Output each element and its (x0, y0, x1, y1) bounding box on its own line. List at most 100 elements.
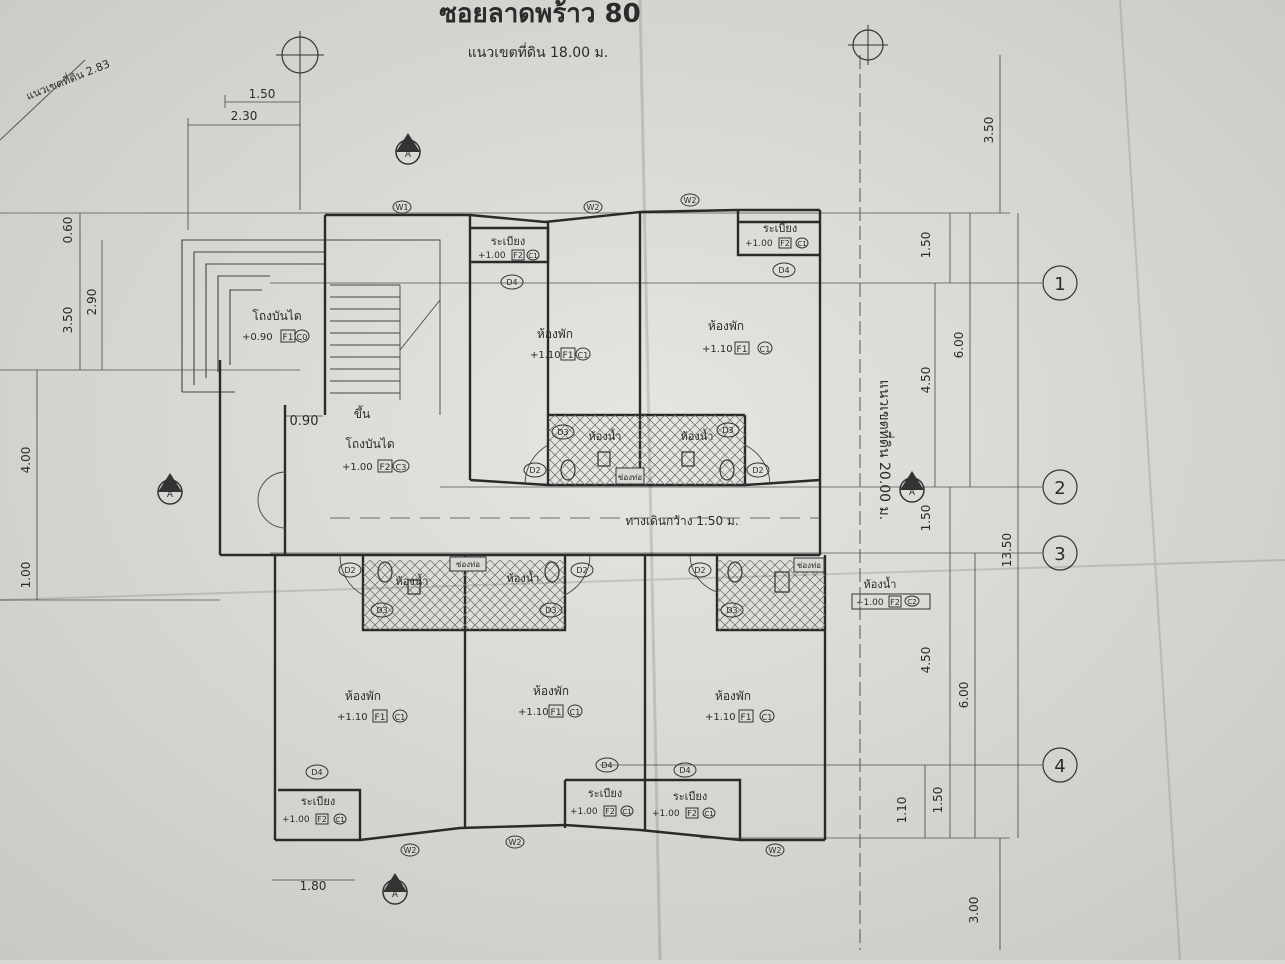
dim-right-c: 4.50 (919, 367, 933, 394)
dim-left-d: 4.00 (19, 447, 33, 474)
stair-up-label: ขึ้น (354, 405, 370, 421)
window-tag-w1: W1 (392, 200, 412, 214)
svg-text:+0.90: +0.90 (242, 332, 273, 343)
dimension-lines (36, 55, 1019, 950)
svg-text:C1: C1 (578, 351, 589, 360)
interior-stair (325, 239, 441, 415)
svg-text:F2: F2 (605, 807, 615, 816)
svg-text:W2: W2 (404, 846, 417, 855)
room-name-balcony-lm: ระเบียง (588, 787, 622, 800)
svg-text:C1: C1 (760, 345, 771, 354)
door-tag-d2: D2 (570, 562, 594, 578)
dim-left-a: 0.60 (61, 217, 75, 244)
grid-label-1: 1 (1054, 274, 1065, 295)
svg-text:+1.00: +1.00 (856, 598, 884, 608)
svg-text:F1: F1 (375, 713, 386, 723)
svg-text:D4: D4 (506, 278, 517, 287)
grid-bubble-1: 1 (1042, 265, 1078, 301)
door-tag-d3: D3 (551, 424, 575, 440)
dim-top-a: 1.50 (249, 87, 276, 101)
dim-stair-gap: 0.90 (290, 414, 319, 429)
window-tag-w2: W2 (583, 200, 603, 214)
svg-text:F2: F2 (780, 239, 790, 248)
svg-text:C1: C1 (704, 810, 713, 818)
drawing-title: ซอยลาดพร้าว 80 (439, 0, 640, 29)
room-name-balcony-ll: ระเบียง (301, 795, 335, 808)
window-tag-w2: W2 (680, 193, 700, 207)
room-name-bath-l1: ห้องน้ำ (396, 573, 429, 588)
dim-right-f: 4.50 (919, 647, 933, 674)
grid-bubble-3: 3 (1042, 535, 1078, 571)
window-tag-w2: W2 (400, 843, 420, 857)
dim-right-e: 1.50 (919, 505, 933, 532)
door-swings (257, 444, 771, 596)
room-name-bath-l2: ห้องน้ำ (507, 570, 540, 585)
svg-text:D3: D3 (376, 606, 387, 615)
room-tag-balcony-lr: +1.00 F2 C1 (652, 807, 716, 819)
room-tag-balcony-lm: +1.00 F2 C1 (570, 805, 634, 817)
side-boundary-label: แนวเขตที่ดิน 20.00 ม. (876, 380, 894, 520)
svg-text:+1.10: +1.10 (702, 344, 733, 355)
svg-text:+1.00: +1.00 (342, 462, 373, 473)
svg-text:D2: D2 (344, 566, 355, 575)
dim-right-b: 1.50 (919, 232, 933, 259)
svg-text:F2: F2 (513, 251, 523, 260)
svg-text:A: A (392, 890, 399, 900)
svg-text:W2: W2 (509, 838, 522, 847)
svg-text:C1: C1 (797, 240, 806, 248)
room-name-bath-lr: ห้องน้ำ (864, 576, 897, 591)
exterior-stair (181, 239, 325, 393)
door-tag-d3: D3 (370, 602, 394, 618)
door-tag-d4: D4 (595, 757, 619, 773)
room-name-duct-r: ช่องท่อ (797, 561, 821, 570)
room-tag-bedroom-ur: +1.10 F1 C1 (702, 341, 773, 355)
door-tag-d4: D4 (500, 274, 524, 290)
room-name-bedroom-ul: ห้องพัก (537, 327, 573, 341)
room-name-bath-u1: ห้องน้ำ (589, 428, 622, 443)
dim-right-d: 6.00 (952, 332, 966, 359)
svg-text:F1: F1 (737, 345, 748, 355)
grid-bubble-2: 2 (1042, 469, 1078, 505)
room-tag-bedroom-ul: +1.10 F1 C1 (530, 347, 591, 361)
svg-text:C1: C1 (570, 708, 581, 717)
dim-right-j: 3.00 (967, 897, 981, 924)
svg-text:F2: F2 (380, 463, 391, 473)
window-tag-w2: W2 (505, 835, 525, 849)
svg-text:+1.00: +1.00 (282, 815, 310, 825)
svg-text:D2: D2 (694, 566, 705, 575)
room-name-bedroom-ll: ห้องพัก (345, 689, 381, 703)
dim-right-total: 13.50 (1000, 533, 1014, 567)
door-tag-d4: D4 (673, 762, 697, 778)
svg-text:D4: D4 (778, 266, 789, 275)
room-tag-stair-hall: +0.90 F1 C0 (242, 329, 310, 343)
svg-text:C0: C0 (297, 333, 308, 342)
north-reference-right (848, 25, 888, 65)
room-tag-balcony-ll: +1.00 F2 C1 (282, 813, 347, 825)
room-name-duct-l: ช่องท่อ (456, 560, 480, 569)
grid-label-2: 2 (1054, 478, 1065, 499)
svg-text:+1.00: +1.00 (570, 807, 598, 817)
door-tag-d2: D2 (338, 562, 362, 578)
section-marker-right: A (899, 471, 925, 503)
door-tags: D4 D4 D3 D3 D2 D2 D2 D2 D2 D3 D3 D3 D4 D… (305, 193, 796, 857)
door-tag-d3: D3 (720, 602, 744, 618)
svg-text:C1: C1 (528, 252, 537, 260)
room-tag-lobby: +1.00 F2 C3 (342, 459, 410, 473)
door-tag-d2: D2 (746, 462, 770, 478)
dim-top-b: 2.30 (231, 109, 258, 123)
room-tag-bedroom-lr: +1.10 F1 C1 (705, 709, 775, 723)
dim-right-g: 6.00 (957, 682, 971, 709)
room-name-bedroom-lr: ห้องพัก (715, 689, 751, 703)
svg-text:F1: F1 (283, 333, 294, 343)
door-tag-d4: D4 (772, 262, 796, 278)
svg-text:D2: D2 (752, 466, 763, 475)
dim-right-i: 1.10 (895, 797, 909, 824)
dim-right-h: 1.50 (931, 787, 945, 814)
svg-text:D3: D3 (722, 426, 733, 435)
dim-left-e: 1.00 (19, 562, 33, 589)
svg-text:C3: C3 (396, 463, 407, 472)
room-name-bedroom-lm: ห้องพัก (533, 684, 569, 698)
svg-text:F2: F2 (890, 598, 900, 607)
svg-text:F1: F1 (551, 708, 562, 718)
svg-text:C1: C1 (395, 713, 406, 722)
